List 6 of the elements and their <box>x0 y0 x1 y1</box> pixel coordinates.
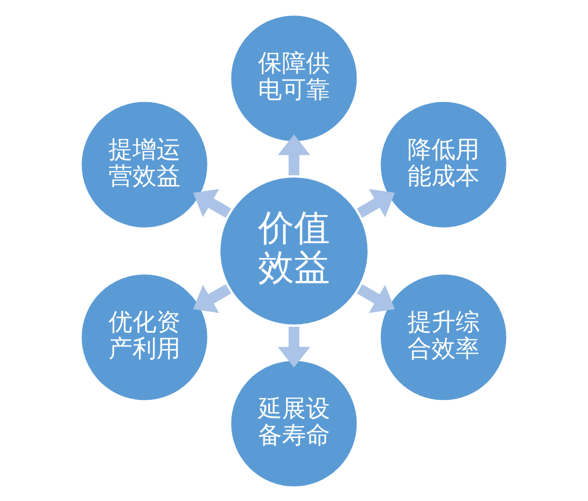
arrow <box>356 284 395 312</box>
arrow <box>278 134 310 175</box>
arrow <box>356 188 395 218</box>
arrow <box>193 188 232 218</box>
arrow <box>278 326 310 367</box>
arrow <box>193 284 232 312</box>
